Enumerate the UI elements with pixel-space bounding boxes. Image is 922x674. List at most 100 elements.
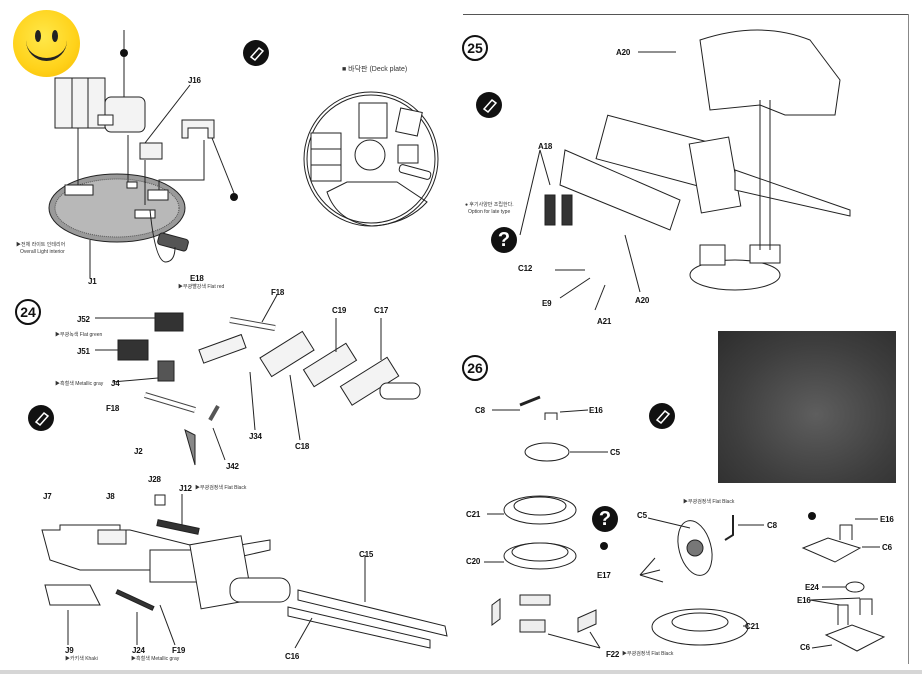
note-overall-light-kr: ▶전체 라이트 인테리어 xyxy=(16,242,66,248)
part-label-c19: C19 xyxy=(332,306,347,315)
page-bottom-border xyxy=(0,670,922,674)
part-label-e9: E9 xyxy=(542,299,552,308)
part-label-j8: J8 xyxy=(106,492,115,501)
c5-plate-top xyxy=(524,442,570,462)
f22-part-4 xyxy=(519,594,551,606)
part-label-j12: J12 xyxy=(179,484,192,493)
part-label-f18-upper: F18 xyxy=(271,288,285,297)
part-label-c6-c: C6 xyxy=(800,643,810,652)
note-overall-light-en: Overall Light interior xyxy=(20,249,65,255)
paint-brush-icon xyxy=(28,405,54,431)
j4-part xyxy=(157,360,175,382)
gun-breech-barrel xyxy=(229,577,291,603)
part-label-j7: J7 xyxy=(43,492,52,501)
c8-lever-top xyxy=(519,395,541,407)
a18-periscope-2 xyxy=(561,194,573,226)
note-e18-color: ▶무광빨강색 Flat red xyxy=(178,284,225,290)
part-label-c5-mid: C5 xyxy=(637,511,647,520)
part-label-j28: J28 xyxy=(148,475,161,484)
right-page-side-rule xyxy=(908,14,909,664)
f22-part-2 xyxy=(519,619,546,633)
j42-part xyxy=(208,405,220,421)
part-label-e16-c: E16 xyxy=(797,596,811,605)
part-label-c17: C17 xyxy=(374,306,389,315)
step-number-25: 25 xyxy=(462,35,488,61)
part-label-c21-mid: C21 xyxy=(745,622,760,631)
badge-a-marker xyxy=(600,542,608,550)
a18-periscope-1 xyxy=(544,194,556,226)
part-label-a20-top: A20 xyxy=(616,48,631,57)
j24-part xyxy=(115,589,155,611)
badge-b-marker xyxy=(808,512,816,520)
c8-lever-mid xyxy=(724,515,734,541)
note-flat-green: ▶무광녹색 Flat green xyxy=(55,332,103,338)
j12-part xyxy=(156,519,200,535)
smiley-mouth xyxy=(26,34,67,61)
smiley-face-icon xyxy=(13,10,80,77)
question-mark-icon: ? xyxy=(592,506,618,532)
part-label-j4: J4 xyxy=(111,379,120,388)
part-label-f19: F19 xyxy=(172,646,186,655)
part-label-a20-bottom: A20 xyxy=(635,296,650,305)
part-label-j42: J42 xyxy=(226,462,239,471)
ammo-rack-part xyxy=(54,77,106,129)
step-number-26: 26 xyxy=(462,355,488,381)
c17-plate xyxy=(339,356,400,406)
part-label-c18: C18 xyxy=(295,442,310,451)
badge-b-marker xyxy=(120,49,128,57)
part-label-j51: J51 xyxy=(77,347,90,356)
note-c5-color: ▶무광검정색 Flat Black xyxy=(683,499,735,505)
part-label-j24: J24 xyxy=(132,646,145,655)
paint-brush-icon xyxy=(243,40,269,66)
j52-part xyxy=(154,312,184,332)
side-plate xyxy=(559,149,681,231)
part-label-j16: J16 xyxy=(188,76,201,85)
right-page-top-rule xyxy=(463,14,908,15)
j28-part xyxy=(154,494,166,506)
question-mark-icon: ? xyxy=(491,227,517,253)
part-label-c15: C15 xyxy=(359,550,374,559)
e16-handle-top xyxy=(544,412,558,420)
turret-floor-disc xyxy=(689,259,781,291)
part-label-j34: J34 xyxy=(249,432,262,441)
part-label-c21-left: C21 xyxy=(466,510,481,519)
paint-brush-icon xyxy=(649,403,675,429)
part-label-j2: J2 xyxy=(134,447,143,456)
part-label-e16-b: E16 xyxy=(880,515,894,524)
note-j9-color: ▶카키색 Khaki xyxy=(65,656,98,662)
part-label-j52: J52 xyxy=(77,315,90,324)
part-label-c5-top: C5 xyxy=(610,448,620,457)
part-label-c12: C12 xyxy=(518,264,533,273)
a-bracket-part xyxy=(181,119,215,139)
c6-frame-c xyxy=(824,624,886,652)
j16-box-part xyxy=(139,142,163,160)
part-label-j9: J9 xyxy=(65,646,74,655)
j51-part xyxy=(117,339,149,361)
e24-part xyxy=(845,581,865,593)
part-label-e17: E17 xyxy=(597,571,611,580)
note-f22-color: ▶무광검정색 Flat Black xyxy=(622,651,674,657)
mantlet-block xyxy=(688,136,742,214)
e18-part xyxy=(157,232,189,252)
c15-barrel xyxy=(297,589,448,637)
j34-bracket xyxy=(198,333,247,364)
part-label-f22: F22 xyxy=(606,650,620,659)
part-label-e24: E24 xyxy=(805,583,819,592)
note-option-en: Option for late type xyxy=(468,209,511,215)
part-label-e16-top: E16 xyxy=(589,406,603,415)
turret-roof-part xyxy=(699,29,841,116)
part-label-f18-lower: F18 xyxy=(106,404,120,413)
part-label-c8-mid: C8 xyxy=(767,521,777,530)
f22-part-3 xyxy=(577,609,597,633)
part-label-e18: E18 xyxy=(190,274,204,283)
j9-tray xyxy=(44,584,101,606)
note-option-kr: ● 후기사양만 조립한다. xyxy=(465,202,514,208)
part-label-c8-top: C8 xyxy=(475,406,485,415)
deck-plate-title: ■ 바닥판 (Deck plate) xyxy=(342,66,408,73)
j2-part xyxy=(184,429,196,466)
c17-barrel xyxy=(379,382,421,400)
assembled-turret-photo xyxy=(718,331,896,483)
note-metallic-gray-j4: ▶흑철색 Metallic gray xyxy=(55,381,104,387)
paint-brush-icon xyxy=(476,92,502,118)
c19-plate xyxy=(302,342,358,388)
